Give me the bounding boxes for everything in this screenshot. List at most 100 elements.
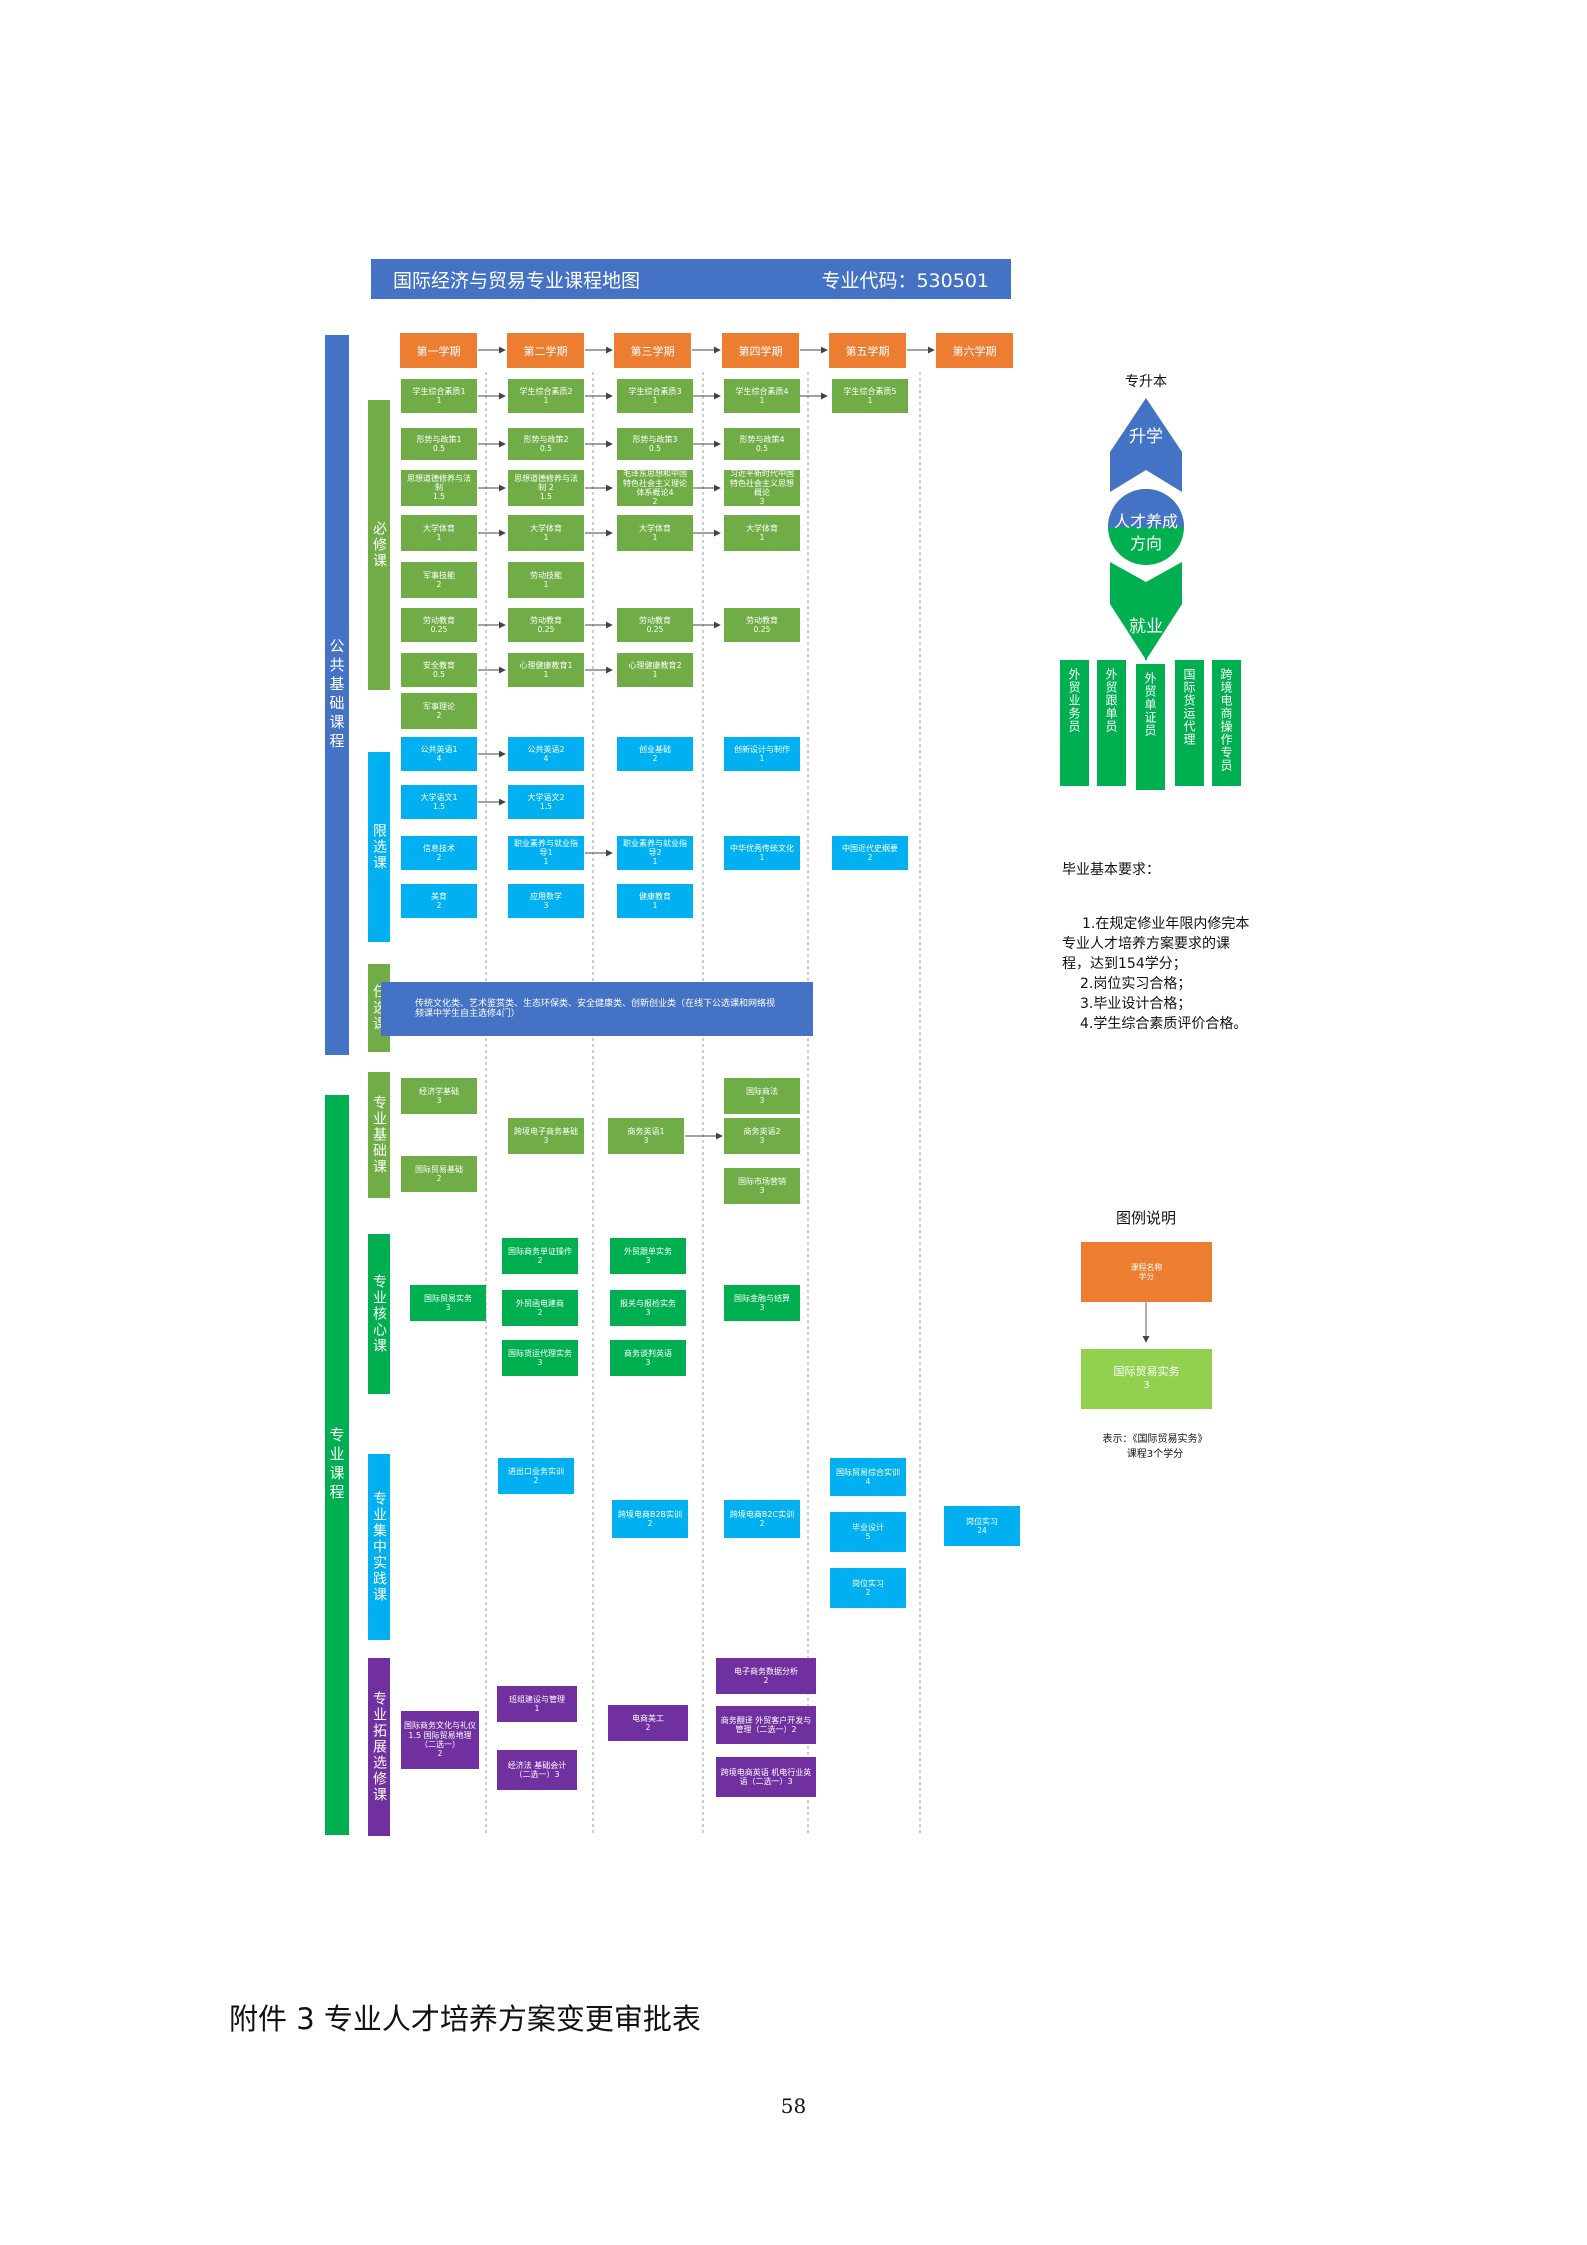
course-box: 经济法 基础会计（二选一）3 bbox=[497, 1750, 577, 1790]
course-credit: 1 bbox=[436, 395, 442, 405]
course-name: 劳动教育 bbox=[639, 615, 671, 625]
course-credit: 3 bbox=[543, 1135, 549, 1145]
course-name: 跨境电子商务基础 bbox=[514, 1126, 578, 1136]
path-down-label: 就业 bbox=[1129, 617, 1163, 637]
course-name: 思想道德修养与法制 bbox=[407, 474, 471, 493]
course-name: 大学语文2 bbox=[527, 792, 565, 802]
career-label: 外贸单证员 bbox=[1143, 672, 1157, 737]
path-center-label-1: 人才养成 bbox=[1113, 512, 1178, 531]
course-name: 信息技术 bbox=[423, 843, 455, 853]
course-name: 跨境电商B2C实训 bbox=[729, 1509, 795, 1519]
course-credit: 5 bbox=[865, 1531, 871, 1541]
course-credit: 2 bbox=[537, 1255, 543, 1265]
course-name: 心理健康教育2 bbox=[628, 660, 682, 670]
course-name: 国际金融与结算 bbox=[734, 1293, 790, 1303]
course-name: 劳动教育 bbox=[746, 615, 778, 625]
course-credit: 1 bbox=[867, 395, 873, 405]
course-credit: 1.5 bbox=[433, 492, 445, 502]
course-name: 毛泽东思想和中国特色社会主义理论体系概论4 bbox=[623, 470, 687, 497]
path-graphic bbox=[1108, 398, 1184, 1343]
path-up-label: 升学 bbox=[1129, 427, 1163, 447]
page-number: 58 bbox=[780, 2094, 807, 2118]
course-name: 大学体育 bbox=[530, 523, 562, 533]
course-credit: 1 bbox=[543, 669, 549, 679]
semester-header-5: 第五学期 bbox=[829, 333, 906, 368]
course-name: 公共英语1 bbox=[420, 744, 458, 754]
course-name: 军事理论 bbox=[423, 701, 455, 711]
course-credit: 3 bbox=[543, 900, 549, 910]
course-name: 形势与政策1 bbox=[416, 434, 462, 444]
course-name: 大学体育 bbox=[746, 523, 778, 533]
course-credit: 1.5 bbox=[433, 801, 445, 811]
career-item: 国际货运代理 bbox=[1175, 660, 1204, 786]
requirement-line: 4.学生综合素质评价合格。 bbox=[1080, 1016, 1248, 1032]
upward-arrow-shape bbox=[1110, 398, 1182, 492]
semester-header-2: 第二学期 bbox=[507, 333, 584, 368]
category-bar-label: 必修课 bbox=[371, 521, 387, 569]
course-credit: 4 bbox=[865, 1476, 871, 1486]
course-name: 岗位实习 bbox=[966, 1516, 998, 1526]
legend-note-line-2: 课程3个学分 bbox=[1126, 1449, 1184, 1460]
requirement-line: 专业人才培养方案要求的课 bbox=[1062, 936, 1230, 952]
course-name: 学生综合素质2 bbox=[519, 386, 573, 396]
semester-header-1: 第一学期 bbox=[400, 333, 477, 368]
course-name: 军事技能 bbox=[423, 570, 455, 580]
category-bar-label: 公共基础课程 bbox=[327, 638, 346, 752]
course-name: 习近平新时代中国特色社会主义思想概论 bbox=[730, 470, 794, 497]
category-bar-label: 专业核心课 bbox=[371, 1274, 387, 1354]
course-credit: 1 bbox=[543, 395, 549, 405]
course-credit: 3 bbox=[759, 1095, 765, 1105]
course-name: 公共英语2 bbox=[527, 744, 565, 754]
course-name: 健康教育 bbox=[639, 891, 671, 901]
course-credit: 0.5 bbox=[433, 669, 445, 679]
course-name: 跨境电商B2B实训 bbox=[617, 1509, 683, 1519]
course-name: 国际贸易综合实训 bbox=[836, 1467, 900, 1477]
course-credit: 3 bbox=[436, 1095, 442, 1105]
course-credit: 1 bbox=[759, 852, 765, 862]
requirement-line: 1.在规定修业年限内修完本 bbox=[1082, 916, 1250, 932]
appendix-title: 附件 3 专业人才培养方案变更审批表 bbox=[229, 2002, 701, 2036]
course-credit: 3 bbox=[645, 1307, 651, 1317]
semester-header-3: 第三学期 bbox=[614, 333, 691, 368]
course-credit: 1 bbox=[436, 532, 442, 542]
career-item: 外贸业务员 bbox=[1060, 660, 1089, 786]
course-credit: 3 bbox=[645, 1255, 651, 1265]
course-credit: 0.5 bbox=[540, 443, 552, 453]
category-bar: 专业基础课 bbox=[368, 1072, 390, 1198]
course-credit: 1 bbox=[652, 669, 658, 679]
course-box: 商务翻译 外贸客户开发与管理（二选一）2 bbox=[716, 1706, 816, 1744]
category-bar: 专业课程 bbox=[325, 1095, 349, 1835]
career-label: 跨境电商操作专员 bbox=[1219, 668, 1233, 772]
course-credit: 1 bbox=[652, 532, 658, 542]
category-bar-label: 专业基础课 bbox=[371, 1095, 387, 1175]
course-credit: 1 bbox=[759, 395, 765, 405]
